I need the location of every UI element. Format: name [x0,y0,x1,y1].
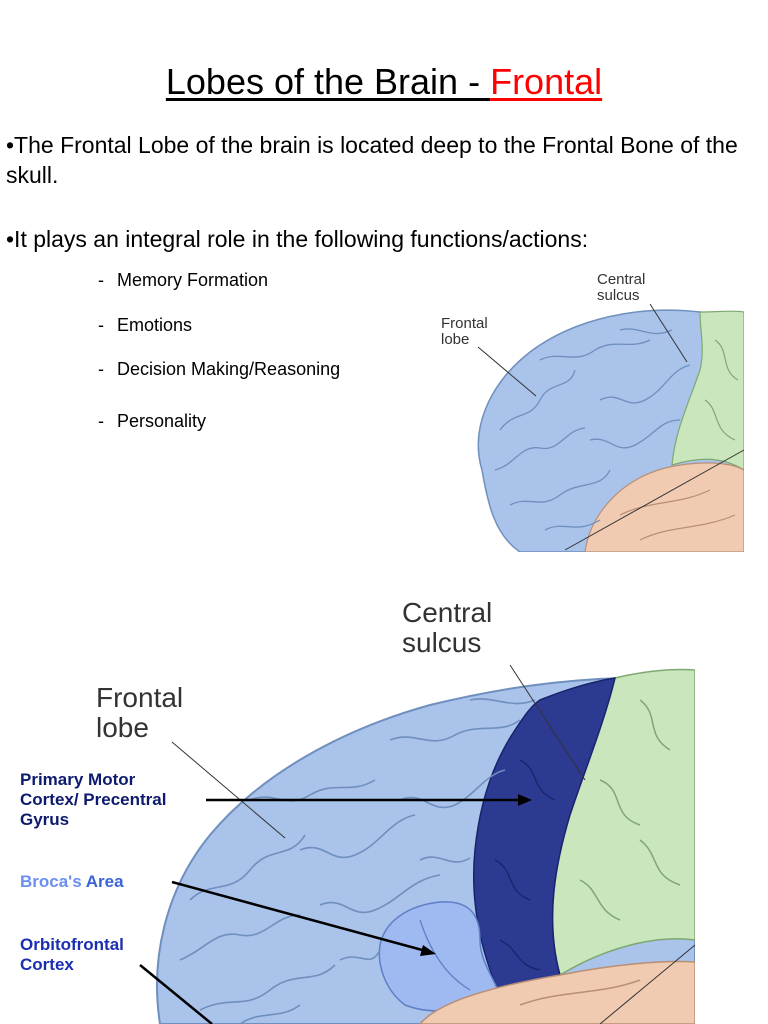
bullet-functions: •It plays an integral role in the follow… [6,226,589,252]
function-label: Decision Making/Reasoning [117,359,341,379]
broca-area-label: Broca's Area [20,872,124,892]
label-line: Gyrus [20,810,70,829]
title-accent: Frontal [490,61,603,102]
motor-cortex-label: Primary Motor Cortex/ Precentral Gyrus [20,770,166,830]
broca-arrow [171,880,427,953]
label-part: Broca's [20,872,82,891]
title-main: Lobes of the Brain - [165,61,491,102]
large-central-sulcus-label: Central sulcus [402,598,492,658]
label-line: Primary Motor [20,770,136,789]
label-line: Cortex [20,955,74,974]
small-temporal-lobe [584,462,744,552]
small-central-sulcus-label: Central sulcus [597,272,645,304]
function-label: Personality [117,411,207,431]
label-line: lobe [441,331,470,348]
broca-arrowhead [420,945,436,956]
function-item: -Memory Formation [98,269,268,291]
large-gyri [179,698,536,1024]
large-frontal-lobe-pointer [171,741,286,839]
list-dash: - [98,315,104,335]
list-dash: - [98,270,104,290]
label-line: Central [597,271,646,288]
small-leader-line [564,449,745,551]
label-line: Cortex/ Precentral [20,790,167,809]
small-parietal-lobe [671,310,744,471]
function-item: -Personality [98,410,206,432]
large-leader-line [599,944,696,1024]
small-central-sulcus-pointer [649,303,688,363]
list-dash: - [98,359,104,379]
small-gyri [494,328,691,531]
label-line: Frontal [96,682,184,713]
function-item: -Decision Making/Reasoning [98,358,340,380]
label-part: Area [81,872,124,891]
large-frontal-lobe-label: Frontal lobe [96,683,183,743]
motor-cortex-arrowhead [518,794,532,806]
label-line: Orbitofrontal [20,935,124,954]
large-broca-area [378,901,501,1012]
bullet-location: •The Frontal Lobe of the brain is locate… [6,132,738,188]
label-line: sulcus [597,287,640,304]
orbitofrontal-label: Orbitofrontal Cortex [20,935,124,975]
page-title: Lobes of the Brain - Frontal [0,60,768,104]
small-frontal-lobe-pointer [477,346,537,397]
function-label: Memory Formation [117,270,269,290]
function-label: Emotions [117,315,193,335]
label-line: sulcus [402,627,482,658]
label-line: Central [402,597,493,628]
function-item: -Emotions [98,314,192,336]
list-dash: - [98,411,104,431]
orbitofrontal-arrow [139,964,213,1024]
small-frontal-lobe-label: Frontal lobe [441,316,488,348]
label-line: Frontal [441,315,488,332]
label-line: lobe [96,712,149,743]
large-central-sulcus-pointer [509,664,586,781]
